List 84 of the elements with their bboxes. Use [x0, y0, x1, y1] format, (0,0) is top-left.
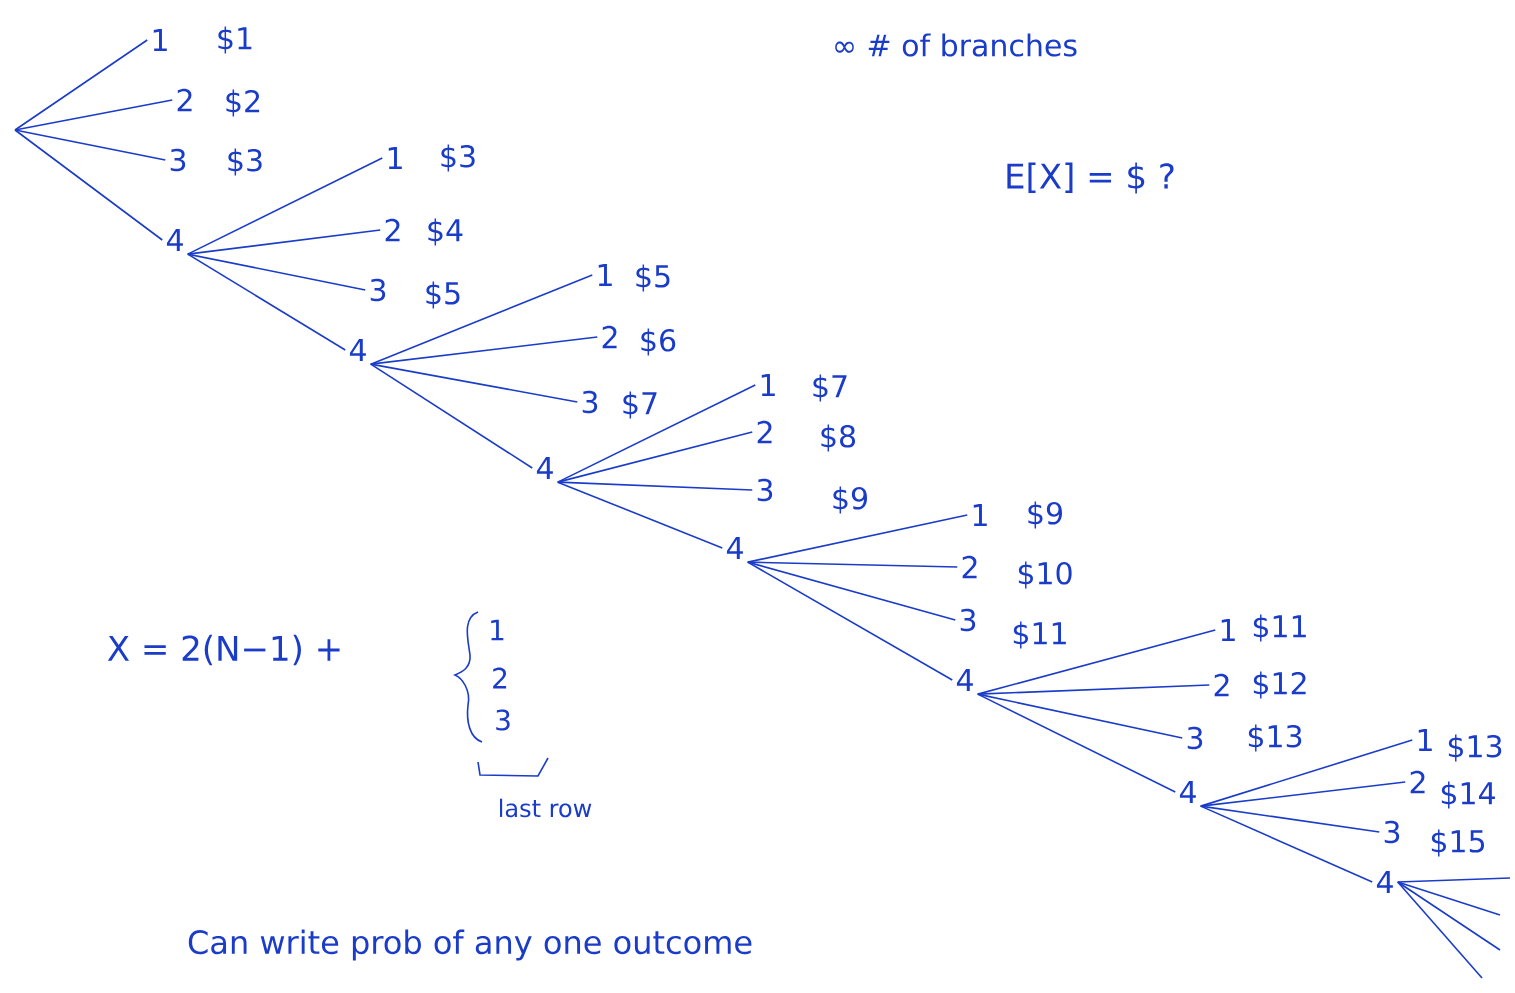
branch-line [369, 336, 599, 365]
payout-text: $3 [228, 148, 262, 176]
branch-line [1396, 881, 1501, 916]
payout-text: $11 [1253, 614, 1306, 642]
branch-line [976, 684, 1211, 695]
branch-number: 2 [757, 420, 772, 444]
branch-line [976, 693, 1177, 793]
branch-line [186, 253, 347, 351]
branch-line [14, 129, 164, 241]
branch-line [14, 99, 174, 131]
payout-text: $14 [1441, 781, 1495, 809]
branch-number: 2 [602, 325, 617, 349]
branch-number: 1 [153, 29, 167, 51]
branch-line [556, 384, 757, 483]
branch-number: 1 [598, 264, 612, 286]
payout-text: $10 [1018, 561, 1072, 589]
branch-number: 3 [757, 478, 773, 502]
payout-text: $11 [1013, 621, 1066, 649]
payout-text: $2 [226, 89, 260, 117]
branch-number: 4 [349, 339, 366, 361]
payout-text: $5 [636, 264, 670, 292]
branch-number: 2 [1410, 770, 1425, 794]
payout-text: $8 [821, 424, 856, 452]
branch-number: 3 [1384, 820, 1400, 844]
payout-text: $9 [833, 486, 867, 514]
payout-text: $3 [441, 144, 475, 172]
note-text: 1 [491, 619, 504, 641]
branch-line [186, 229, 382, 255]
branch-line [556, 481, 724, 549]
payout-text: $13 [1248, 724, 1302, 752]
payout-text: $13 [1448, 734, 1502, 762]
branch-number: 1 [1221, 619, 1235, 641]
branch-number: 1 [388, 147, 402, 169]
branch-line [369, 274, 594, 365]
branch-line [369, 363, 579, 403]
branch-line [976, 693, 1184, 739]
payout-text: $12 [1253, 671, 1306, 699]
payout-text: $7 [623, 391, 657, 419]
branch-line [1199, 805, 1381, 833]
branch-number: 4 [956, 669, 973, 691]
branch-line [186, 253, 367, 291]
branch-number: 3 [582, 390, 598, 414]
branch-number: 3 [170, 148, 186, 172]
branch-line [556, 481, 754, 491]
branch-line [1396, 881, 1483, 979]
note-text: E[X] = $ ? [1007, 162, 1174, 194]
branch-number: 2 [1214, 673, 1229, 697]
branch-number: 2 [177, 88, 192, 112]
payout-text: $1 [218, 26, 252, 54]
branch-line [369, 363, 534, 469]
note-text: 2 [493, 667, 507, 689]
branch-line [1199, 781, 1407, 807]
branch-line [186, 157, 384, 255]
branch-number: 4 [726, 537, 743, 559]
branch-number: 1 [973, 504, 987, 526]
branch-number: 2 [385, 218, 400, 242]
branch-line [14, 129, 167, 161]
branch-line [1396, 877, 1511, 883]
branch-line [746, 561, 959, 568]
note-text: Can write prob of any one outcome [188, 929, 752, 961]
branch-number: 4 [1376, 871, 1393, 893]
payout-text: $7 [813, 374, 847, 402]
branch-line [746, 561, 954, 681]
branch-number: 1 [761, 374, 775, 396]
branch-line [1396, 881, 1501, 951]
note-text: X = 2(N−1) + [107, 634, 340, 666]
payout-text: $15 [1431, 829, 1484, 857]
note-text: 3 [496, 709, 510, 731]
branch-number: 3 [1187, 726, 1203, 750]
note-text: ∞ # of branches [835, 33, 1077, 57]
branch-number: 4 [536, 457, 553, 479]
note-text: last row [500, 798, 592, 818]
branch-number: 4 [1179, 781, 1196, 803]
branch-number: 2 [962, 555, 977, 579]
branch-number: 3 [370, 278, 386, 302]
payout-text: $9 [1028, 501, 1062, 529]
branch-line [1199, 805, 1374, 883]
branch-number: 3 [960, 608, 976, 632]
payout-text: $4 [428, 218, 463, 246]
branch-number: 4 [166, 229, 183, 251]
branch-number: 1 [1418, 729, 1432, 751]
payout-text: $6 [641, 328, 676, 356]
payout-text: $5 [426, 281, 460, 309]
branch-line [14, 39, 149, 131]
